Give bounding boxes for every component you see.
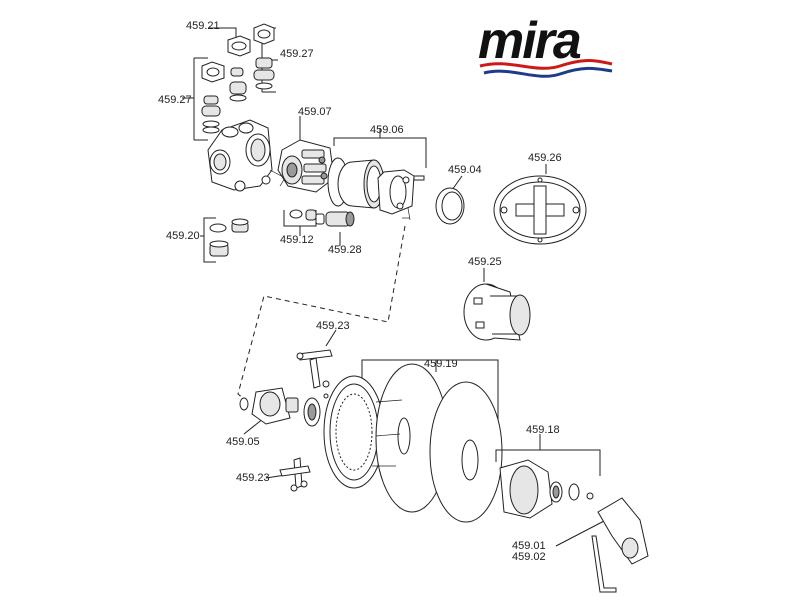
part-label-459-06: 459.06: [370, 124, 404, 136]
part-label-459-02: 459.02: [512, 551, 546, 563]
filter-group: [283, 209, 317, 236]
mira-logo-text: mira: [478, 12, 581, 70]
shroud-assembly: [327, 128, 427, 221]
logo-wave-red: [479, 59, 613, 70]
assembly-path-dashed: [237, 225, 406, 405]
concealing-plate-set: [323, 359, 503, 523]
retaining-ring: [435, 175, 465, 225]
part-label-459-01: 459.01: [512, 540, 546, 552]
lever-bracket-bottom: [265, 457, 311, 492]
part-label-459-28: 459.28: [328, 244, 362, 256]
mira-logo: mira: [478, 12, 613, 78]
control-lever: [555, 497, 649, 593]
part-label-459-27-top: 459.27: [280, 48, 314, 60]
part-label-459-23-bottom: 459.23: [236, 472, 270, 484]
backplate: [493, 164, 587, 245]
part-label-459-27-left: 459.27: [158, 94, 192, 106]
part-label-459-18: 459.18: [526, 424, 560, 436]
valve-body: [207, 119, 286, 192]
thermostatic-cartridge: [277, 116, 335, 193]
part-label-459-23-top: 459.23: [316, 320, 350, 332]
spindle-housing: [463, 268, 531, 341]
part-label-459-19: 459.19: [424, 358, 458, 370]
part-label-459-05: 459.05: [226, 436, 260, 448]
part-label-459-25: 459.25: [468, 256, 502, 268]
part-label-459-12: 459.12: [280, 234, 314, 246]
check-valve: [315, 211, 355, 246]
part-label-459-26: 459.26: [528, 152, 562, 164]
seal-group: [200, 217, 249, 263]
logo-wave-blue: [483, 66, 613, 78]
lever-bracket-top: [296, 329, 337, 389]
part-label-459-20: 459.20: [166, 230, 200, 242]
part-label-459-04: 459.04: [448, 164, 482, 176]
flow-cartridge: [239, 387, 329, 435]
compression-fittings-group: [182, 23, 278, 141]
part-label-459-07: 459.07: [298, 106, 332, 118]
part-label-459-21: 459.21: [186, 20, 220, 32]
lever-hub-set: [495, 434, 601, 519]
